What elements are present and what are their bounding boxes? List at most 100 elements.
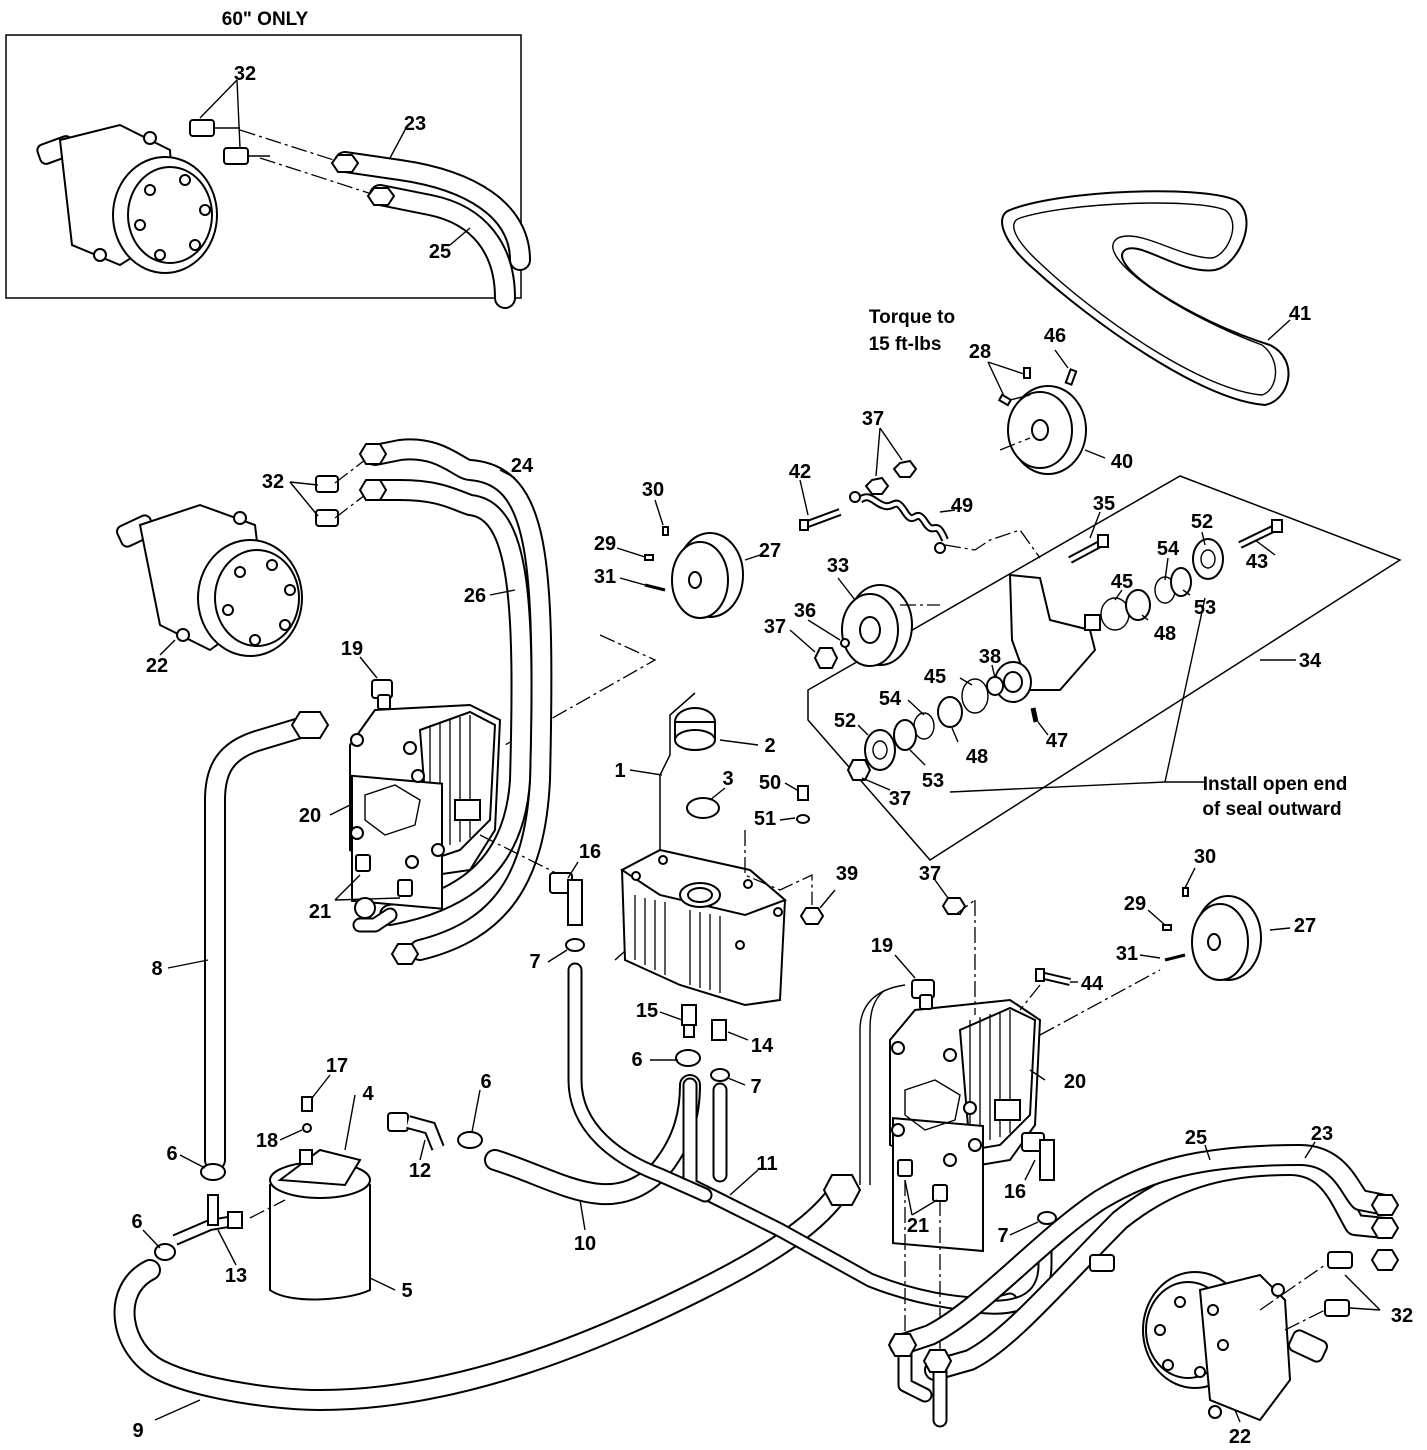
callout-19: 19 xyxy=(341,638,363,660)
callout-51: 51 xyxy=(754,808,776,830)
callout-41: 41 xyxy=(1289,303,1311,325)
callout-6-a: 6 xyxy=(166,1143,177,1165)
callout-16-right: 16 xyxy=(1004,1181,1026,1203)
callout-8: 8 xyxy=(151,958,162,980)
seal-note-line1: Install open end xyxy=(1203,774,1348,795)
torque-note-line2: 15 ft-lbs xyxy=(869,334,942,355)
callout-5: 5 xyxy=(401,1280,412,1302)
callout-1: 1 xyxy=(614,760,625,782)
callout-40: 40 xyxy=(1111,451,1133,473)
callout-6-b: 6 xyxy=(131,1211,142,1233)
callout-2: 2 xyxy=(764,735,775,757)
callout-3: 3 xyxy=(722,768,733,790)
callout-11: 11 xyxy=(756,1153,777,1175)
callout-37-mid: 37 xyxy=(764,616,786,638)
callout-7-b: 7 xyxy=(529,951,540,973)
callout-22-right: 22 xyxy=(1229,1426,1251,1448)
callout-42: 42 xyxy=(789,461,811,483)
callout-27: 27 xyxy=(759,540,781,562)
callout-50: 50 xyxy=(759,772,781,794)
callout-31: 31 xyxy=(594,566,616,588)
wheel-motor-22-left: 22 32 xyxy=(116,459,366,677)
pump-pulley-27-left: 27 30 29 31 xyxy=(504,479,781,746)
callout-47: 47 xyxy=(1046,730,1068,752)
callout-53b: 53 xyxy=(922,770,944,792)
idler-assembly-34: 34 35 52 43 54 xyxy=(807,475,1402,861)
idler-pulley-33: 33 36 37 xyxy=(764,555,940,669)
callout-6-c: 6 xyxy=(480,1071,491,1093)
spring-and-hardware: 49 42 37 xyxy=(789,408,1041,559)
inset-hose-23-25 xyxy=(330,151,531,309)
callout-14: 14 xyxy=(751,1035,774,1057)
callout-7-c: 7 xyxy=(997,1225,1008,1247)
callout-49: 49 xyxy=(951,495,973,517)
callout-32: 32 xyxy=(234,63,256,85)
callout-21: 21 xyxy=(309,901,331,923)
callout-18: 18 xyxy=(256,1130,278,1152)
callout-46: 46 xyxy=(1044,325,1066,347)
pump-pulley-27-right: 27 30 29 31 xyxy=(1039,846,1316,1036)
inset-wheel-motor xyxy=(36,123,218,274)
callout-20: 20 xyxy=(299,805,321,827)
callout-25: 25 xyxy=(429,241,451,263)
callout-27-right: 27 xyxy=(1294,915,1316,937)
callout-37-lower: 37 xyxy=(889,788,911,810)
callout-32-left: 32 xyxy=(262,471,284,493)
hoses-8-9: 8 9 xyxy=(113,711,862,1442)
callout-29: 29 xyxy=(594,533,616,555)
callout-20-right: 20 xyxy=(1064,1071,1086,1093)
callout-44: 44 xyxy=(1081,973,1104,995)
callout-23: 23 xyxy=(404,113,426,135)
callout-9: 9 xyxy=(132,1420,143,1442)
callout-37-upper: 37 xyxy=(862,408,884,430)
callout-12: 12 xyxy=(409,1160,431,1182)
inset-title: 60" ONLY xyxy=(222,9,309,30)
callout-48: 48 xyxy=(1154,623,1176,645)
callout-54: 54 xyxy=(1157,538,1180,560)
callout-25-right: 25 xyxy=(1185,1127,1207,1149)
callout-23-right: 23 xyxy=(1311,1123,1333,1145)
callout-26: 26 xyxy=(464,585,486,607)
callout-24: 24 xyxy=(511,455,534,477)
callout-39: 39 xyxy=(836,863,858,885)
callout-43: 43 xyxy=(1246,551,1268,573)
pulley-40: 40 28 46 Torque to 15 ft-lbs xyxy=(869,307,1133,475)
callout-6-d: 6 xyxy=(631,1049,642,1071)
callout-30-right: 30 xyxy=(1194,846,1216,868)
callout-54b: 54 xyxy=(879,688,902,710)
callout-29-right: 29 xyxy=(1124,893,1146,915)
callout-31-right: 31 xyxy=(1116,943,1138,965)
callout-34: 34 xyxy=(1299,650,1322,672)
callout-4: 4 xyxy=(362,1083,374,1105)
seal-note-line2: of seal outward xyxy=(1202,799,1341,820)
inset-fittings xyxy=(189,119,270,165)
drive-belt: 41 xyxy=(1001,190,1311,407)
callout-19-right: 19 xyxy=(871,935,893,957)
hoses-24-26: 24 26 xyxy=(352,438,553,965)
callout-10: 10 xyxy=(574,1233,596,1255)
callout-36: 36 xyxy=(794,600,816,622)
callout-17: 17 xyxy=(326,1055,348,1077)
hydraulic-pump-20-left: 20 19 21 xyxy=(299,638,561,923)
callout-21-right: 21 xyxy=(907,1215,929,1237)
callout-7-a: 7 xyxy=(750,1076,761,1098)
hose-right-pump-supply xyxy=(859,984,906,1185)
callout-30: 30 xyxy=(642,479,664,501)
filter-assembly: 4 5 17 18 13 6 6 xyxy=(131,1055,412,1302)
callout-28: 28 xyxy=(969,341,991,363)
hoses-23-25-right: 25 23 xyxy=(887,1123,1400,1428)
wheel-motor-22-right: 22 32 xyxy=(1089,1251,1413,1448)
torque-note-line1: Torque to xyxy=(869,307,955,328)
callout-13: 13 xyxy=(225,1265,247,1287)
hose-16-left: 16 7 xyxy=(529,841,713,1203)
callout-35: 35 xyxy=(1093,493,1115,515)
callout-52b: 52 xyxy=(834,710,856,732)
callout-37-right: 37 xyxy=(919,863,941,885)
callout-52: 52 xyxy=(1191,511,1213,533)
callout-53: 53 xyxy=(1194,597,1216,619)
callout-45: 45 xyxy=(1111,571,1133,593)
callout-48b: 48 xyxy=(966,746,988,768)
hydraulic-pump-20-right: 20 19 37 44 21 16 7 xyxy=(871,863,1104,1355)
spring-49 xyxy=(849,491,949,554)
callout-45b: 45 xyxy=(924,666,946,688)
